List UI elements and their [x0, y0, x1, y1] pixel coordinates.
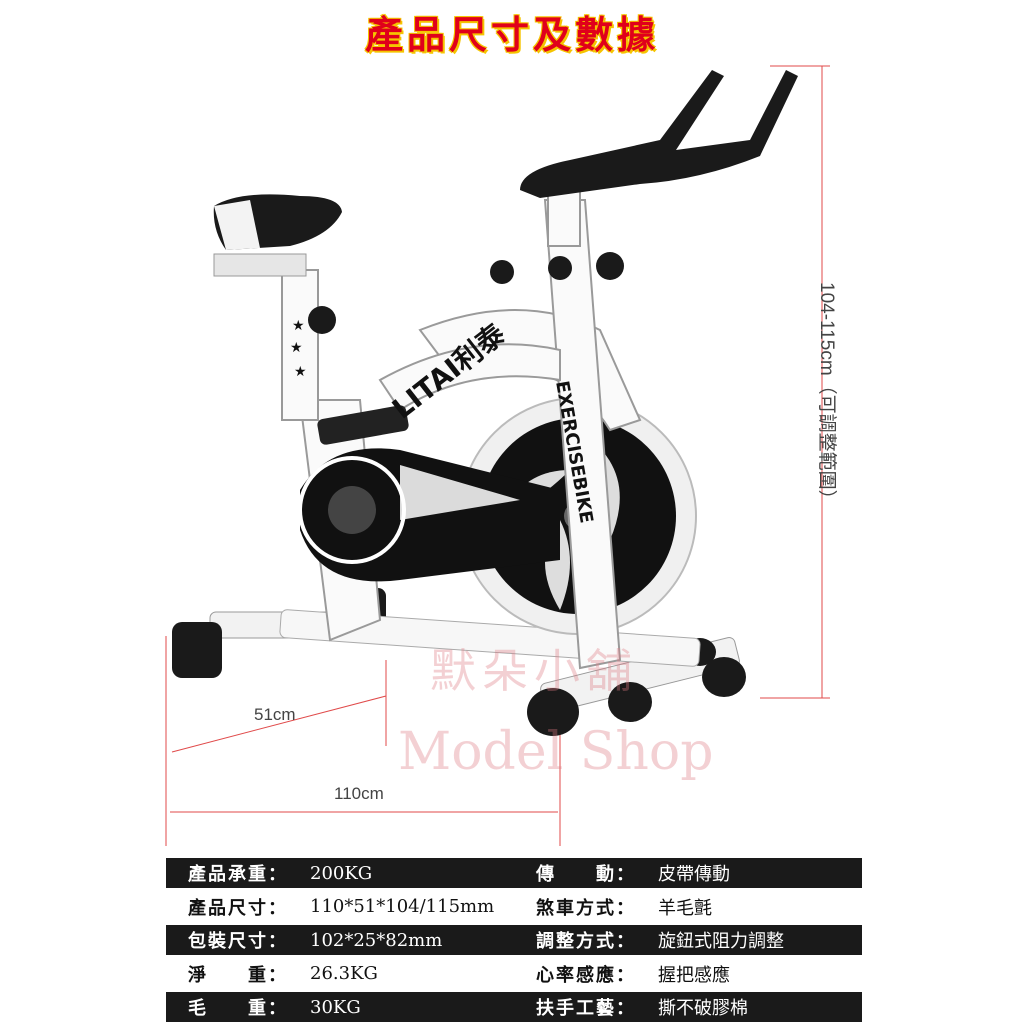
- spec-value: 旋鈕式阻力調整: [654, 925, 862, 955]
- svg-text:★: ★: [290, 340, 303, 356]
- spec-label: 心率感應：: [514, 958, 676, 989]
- spec-value: 羊毛氈: [654, 891, 862, 922]
- watermark-chinese: 默朵小舖: [430, 644, 638, 698]
- spec-label: 煞車方式：: [514, 891, 676, 922]
- spec-value: 30KG: [306, 992, 514, 1022]
- handlebar: [490, 70, 798, 284]
- spec-label: 傳 動：: [514, 858, 676, 888]
- spec-value: 皮帶傳動: [654, 858, 862, 888]
- spec-label: 產品尺寸：: [166, 891, 328, 922]
- dimension-lines: [165, 65, 830, 846]
- spec-value: 撕不破膠棉: [654, 992, 862, 1022]
- spec-value: 110*51*104/115mm: [306, 891, 514, 922]
- exercise-bike-illustration: ★ ★ ★ LITAI利泰 EXERCISEBIKE: [165, 65, 830, 846]
- seat: ★ ★ ★: [213, 194, 342, 421]
- page-title: 產品尺寸及數據: [364, 13, 659, 57]
- spec-label: 包裝尺寸：: [166, 925, 328, 955]
- dimension-height-label: 104-115cm（可調整範圍）: [816, 282, 837, 509]
- crank-cover: [298, 448, 560, 582]
- dimension-length-label: 110cm: [334, 784, 384, 803]
- spec-label: 淨 重：: [166, 958, 328, 989]
- spec-label: 產品承重：: [166, 858, 328, 888]
- spec-value: 200KG: [306, 858, 514, 888]
- spec-value: 26.3KG: [306, 958, 514, 989]
- spec-label: 調整方式：: [514, 925, 676, 955]
- spec-value: 握把感應: [654, 958, 862, 989]
- svg-text:★: ★: [292, 318, 305, 334]
- spec-value: 102*25*82mm: [306, 925, 514, 955]
- pedal: [317, 405, 409, 445]
- svg-text:★: ★: [294, 364, 307, 380]
- spec-label: 扶手工藝：: [514, 992, 676, 1022]
- dimension-depth-label: 51cm: [254, 705, 296, 724]
- watermark-english: Model Shop: [398, 722, 714, 782]
- spec-label: 毛 重：: [166, 992, 328, 1022]
